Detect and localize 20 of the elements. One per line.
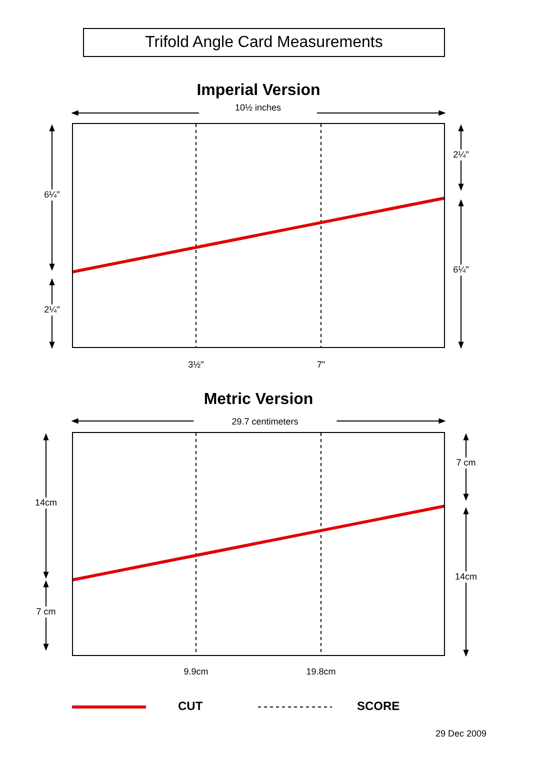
dimension-label: 6¼" <box>451 264 471 276</box>
dimension-label: 14cm <box>453 572 479 582</box>
dimension-label: 9.9cm <box>182 666 210 678</box>
legend-label: CUT <box>178 699 203 713</box>
date-label: 29 Dec 2009 <box>433 728 489 740</box>
dimension-label: 19.8cm <box>304 666 338 678</box>
dimension-label: 29.7 centimeters <box>194 416 336 428</box>
title-box: Trifold Angle Card Measurements <box>83 28 445 57</box>
dimension-label: 10½ inches <box>198 102 318 114</box>
dimension-label: 3½" <box>186 360 206 370</box>
dimension-label: 2¼" <box>451 150 471 160</box>
section-heading: Imperial Version <box>196 82 320 100</box>
legend-label: SCORE <box>357 699 400 713</box>
section-heading: Metric Version <box>204 391 314 409</box>
dimension-label: 6¼" <box>42 190 62 200</box>
dimension-label: 7" <box>314 360 328 370</box>
dimension-label: 14cm <box>33 498 59 508</box>
dimension-label: 2¼" <box>42 304 62 316</box>
dimension-label: 7 cm <box>454 458 478 468</box>
dimension-label: 7 cm <box>34 606 58 618</box>
